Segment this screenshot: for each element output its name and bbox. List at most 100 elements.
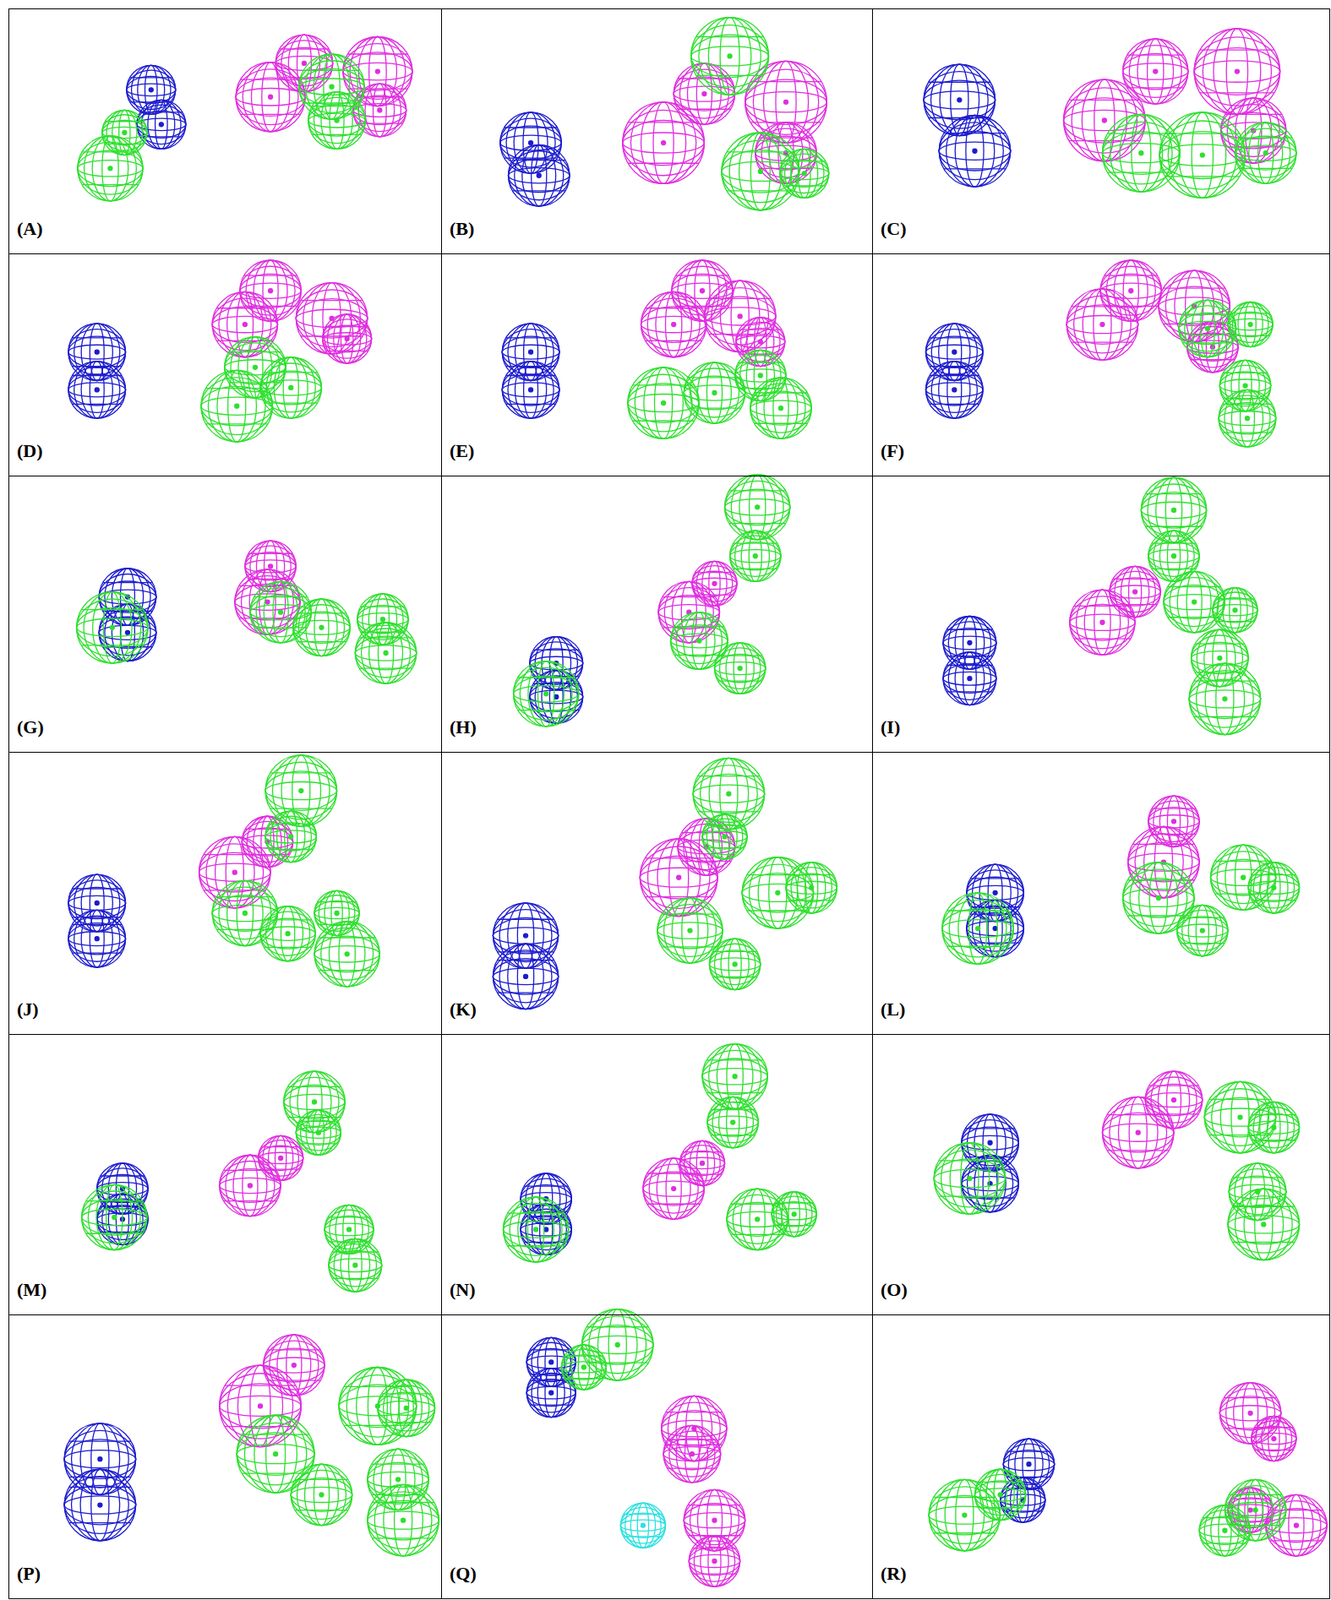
sphere-latitude xyxy=(1227,1205,1300,1245)
sphere-ring xyxy=(946,910,1009,911)
sphere-latitude xyxy=(265,771,338,812)
sphere-ring xyxy=(506,375,557,377)
sphere-ring xyxy=(71,952,122,954)
sphere-outline xyxy=(260,906,316,962)
sphere-longitude xyxy=(1224,389,1271,448)
sphere-latitude xyxy=(1189,670,1261,729)
sphere-longitude xyxy=(527,1197,544,1263)
sphere-longitude xyxy=(954,616,985,671)
sphere-ring xyxy=(359,667,413,669)
sphere-latitude xyxy=(745,79,828,125)
sphere-longitude xyxy=(681,898,699,964)
wireframe-sphere xyxy=(620,1503,666,1549)
figure-panel: (O) xyxy=(872,1034,1331,1316)
sphere-latitude xyxy=(1248,1107,1299,1148)
sphere-longitude xyxy=(1240,389,1255,448)
sphere-latitude xyxy=(322,325,372,353)
sphere-latitude xyxy=(1204,1089,1277,1147)
wireframe-sphere xyxy=(1212,588,1258,633)
sphere-centre xyxy=(148,87,153,93)
sphere-centre xyxy=(1238,1115,1243,1120)
sphere-longitude xyxy=(305,54,359,120)
sphere-longitude xyxy=(750,132,770,211)
sphere-longitude xyxy=(83,592,142,665)
sphere-longitude xyxy=(514,145,564,207)
sphere-longitude xyxy=(941,1143,999,1216)
sphere-latitude xyxy=(1123,63,1189,80)
sphere-latitude xyxy=(714,662,765,676)
sphere-longitude xyxy=(1260,862,1288,914)
sphere-centre xyxy=(98,1503,103,1508)
sphere-longitude xyxy=(1167,112,1237,198)
sphere-centre xyxy=(529,387,534,393)
sphere-ring xyxy=(928,81,991,83)
sphere-ring xyxy=(381,1393,431,1395)
sphere-centre xyxy=(809,885,814,890)
wireframe-sphere xyxy=(377,1380,436,1438)
sphere-latitude xyxy=(492,910,558,963)
sphere-latitude xyxy=(1158,278,1231,336)
sphere-longitude xyxy=(1231,1081,1250,1154)
sphere-ring xyxy=(244,274,298,276)
sphere-longitude xyxy=(1177,571,1211,633)
sphere-ring xyxy=(518,676,575,678)
sphere-centre xyxy=(1271,1437,1277,1442)
sphere-ring xyxy=(86,1200,143,1202)
sphere-longitude xyxy=(754,317,767,367)
wireframe-sphere xyxy=(1204,1081,1277,1154)
sphere-latitude xyxy=(707,1116,759,1130)
sphere-latitude xyxy=(1248,873,1299,902)
sphere-longitude xyxy=(790,862,832,914)
sphere-latitude xyxy=(367,1511,440,1530)
sphere-longitude xyxy=(720,938,749,990)
sphere-latitude xyxy=(974,1474,1026,1516)
wireframe-sphere xyxy=(1159,112,1245,198)
sphere-centre xyxy=(536,173,541,178)
sphere-longitude xyxy=(333,1238,377,1293)
wireframe-sphere xyxy=(581,1309,654,1382)
sphere-outline xyxy=(1148,796,1200,847)
sphere-longitude xyxy=(155,99,168,149)
sphere-outline xyxy=(1145,1071,1203,1130)
sphere-outline xyxy=(620,1503,666,1549)
sphere-latitude xyxy=(663,1431,721,1478)
wireframe-sphere xyxy=(322,314,372,364)
sphere-longitude xyxy=(700,1536,729,1588)
sphere-latitude xyxy=(501,344,560,360)
sphere-latitude xyxy=(1100,283,1162,299)
sphere-longitude xyxy=(313,1464,329,1526)
sphere-centre xyxy=(401,1518,406,1523)
sphere-ring xyxy=(644,896,712,898)
sphere-centre xyxy=(1026,1462,1031,1468)
sphere-outline xyxy=(1251,1416,1297,1462)
sphere-centre xyxy=(791,1212,797,1217)
sphere-longitude xyxy=(329,1205,369,1255)
sphere-ring xyxy=(789,874,834,876)
sphere-centre xyxy=(732,1074,737,1080)
figure-panel: (B) xyxy=(441,8,873,255)
sphere-ring xyxy=(1202,1517,1247,1519)
sphere-latitude xyxy=(77,150,143,187)
sphere-longitude xyxy=(775,1192,813,1238)
sphere-centre xyxy=(94,387,99,393)
sphere-latitude xyxy=(492,917,558,955)
sphere-latitude xyxy=(68,329,126,376)
sphere-ring xyxy=(623,1536,663,1538)
panel-letter: (F) xyxy=(880,441,905,461)
sphere-longitude xyxy=(954,652,985,706)
wireframe-sphere xyxy=(263,1335,325,1397)
sphere-latitude xyxy=(683,385,745,401)
sphere-longitude xyxy=(756,377,806,439)
sphere-latitude xyxy=(68,895,126,911)
sphere-centre xyxy=(1248,322,1253,328)
sphere-latitude xyxy=(507,151,569,201)
sphere-outline xyxy=(293,599,351,657)
sphere-longitude xyxy=(1231,389,1263,448)
sphere-outline xyxy=(260,357,322,419)
sphere-latitude xyxy=(265,830,317,844)
sphere-latitude xyxy=(714,648,765,689)
sphere-longitude xyxy=(81,361,113,420)
sphere-longitude xyxy=(266,1415,286,1494)
sphere-ring xyxy=(270,772,333,774)
sphere-ring xyxy=(1209,1134,1271,1136)
